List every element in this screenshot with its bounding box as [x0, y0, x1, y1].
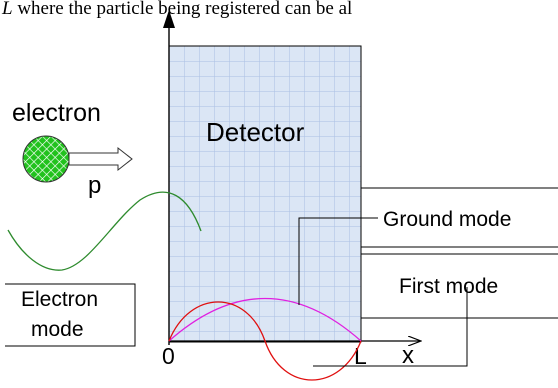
electron-particle	[22, 135, 70, 183]
detector-label: Detector	[206, 117, 305, 147]
ground-mode-label: Ground mode	[383, 208, 511, 231]
caption-text: where the particle being registered can …	[13, 0, 353, 19]
electron-mode-label-line1: Electron	[21, 288, 98, 311]
end-label: L	[354, 343, 367, 369]
first-mode-leader	[313, 287, 468, 367]
ground-mode-leader	[298, 217, 378, 305]
origin-label: 0	[162, 343, 175, 369]
electron-label: electron	[12, 99, 101, 127]
x-axis-label: x	[402, 342, 414, 369]
ground-mode-curve	[168, 297, 362, 342]
electron-mode-box	[5, 283, 136, 347]
detector-box	[168, 45, 362, 343]
electron-wave	[7, 191, 202, 271]
y-axis-arrowhead	[163, 10, 175, 28]
momentum-label: p	[88, 172, 101, 199]
electron-mode-label-line2: mode	[31, 318, 84, 341]
first-mode-label: First mode	[399, 275, 498, 298]
caption-fragment: L where the particle being registered ca…	[1, 0, 352, 19]
first-mode-curve	[168, 301, 362, 381]
caption-variable: L	[1, 0, 13, 19]
momentum-arrow	[68, 146, 133, 172]
